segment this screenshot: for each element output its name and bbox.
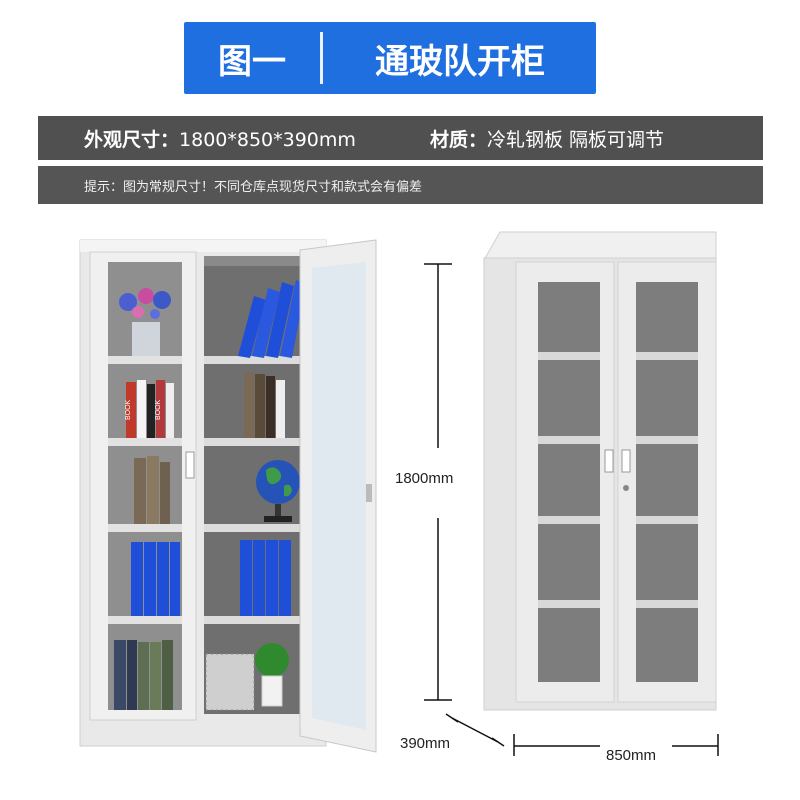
open-door-glass [312,262,366,730]
cabinet-top [80,240,326,252]
book-row [244,372,285,438]
depth-dimension: 390mm [400,735,450,752]
product-title: 通玻队开柜 [375,41,545,82]
left-door-glass [538,282,600,682]
flower-vase [119,288,171,356]
figure-label: 图一 [218,41,286,82]
magazines [205,653,255,711]
right-door-glass [636,282,698,682]
door-handle [621,449,631,473]
left-shelves [108,356,182,624]
height-dimension: 1800mm [395,470,453,487]
book-row [114,640,173,710]
dimension-lines [424,263,719,756]
spec-bar: 外观尺寸：1800*850*390mm 材质：冷轧钢板 隔板可调节 [38,116,763,160]
door-lock [366,484,372,502]
binder-row [240,540,291,616]
book-row [134,456,170,524]
width-dimension: 850mm [606,747,656,764]
door-handle [604,449,614,473]
open-cabinet [79,239,377,753]
notice-bar: 提示：图为常规尺寸！不同仓库点现货尺寸和款式会有偏差 [38,166,763,204]
door-handle [185,451,195,479]
notice-text: 提示：图为常规尺寸！不同仓库点现货尺寸和款式会有偏差 [84,179,423,195]
size-label: 外观尺寸： [84,128,180,151]
shelves [538,352,698,608]
book-row [126,380,174,438]
book-spine-label: BOOK [125,399,132,420]
banner-divider [320,32,323,84]
size-spec: 外观尺寸：1800*850*390mm [84,125,356,152]
size-value: 1800*850*390mm [179,128,356,151]
title-banner: 图一 通玻队开柜 [184,22,596,94]
lock-icon [623,485,629,491]
binder-row [131,542,180,616]
material-spec: 材质：冷轧钢板 隔板可调节 [430,125,664,152]
material-label: 材质： [430,128,488,151]
closed-cabinet [483,231,717,711]
right-shelves [204,356,308,624]
globe [256,460,300,522]
potted-plant [255,643,289,707]
material-value: 冷轧钢板 隔板可调节 [487,128,665,151]
book-spine-label: BOOK [155,399,162,420]
